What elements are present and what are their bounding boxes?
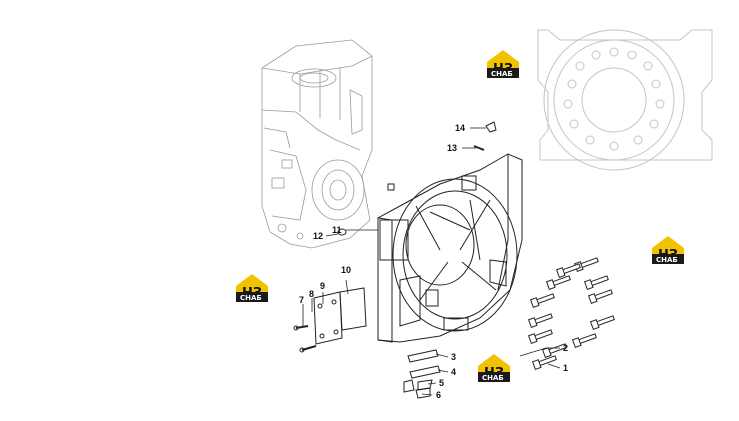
watermark-badge: НЗ СНАБ [478,354,510,382]
flywheel-housing-drawing [377,153,523,343]
callout-14: 14 [455,123,465,133]
callout-3: 3 [451,352,456,362]
watermark-badge: НЗ СНАБ [236,274,268,302]
bolt-set [527,257,615,370]
housing-bolt-holes [563,47,665,151]
small-parts [337,121,497,399]
callout-1: 1 [563,363,568,373]
callout-labels: 1 2 3 4 5 6 7 8 9 10 11 12 13 14 [299,123,568,400]
svg-text:СНАБ: СНАБ [240,294,262,302]
callout-8: 8 [309,289,314,299]
callout-11: 11 [332,225,342,235]
callout-13: 13 [447,143,457,153]
callout-5: 5 [439,378,444,388]
svg-text:СНАБ: СНАБ [482,374,504,382]
callout-9: 9 [320,281,325,291]
svg-text:СНАБ: СНАБ [491,70,513,78]
cover-plate-assembly [293,287,367,353]
callout-6: 6 [436,390,441,400]
callout-12: 12 [313,231,323,241]
callout-2: 2 [563,343,568,353]
callout-10: 10 [341,265,351,275]
engine-block-drawing [261,39,373,249]
callout-7: 7 [299,295,304,305]
watermark-badge: НЗ СНАБ [652,236,684,264]
callout-4: 4 [451,367,456,377]
watermark-badge: НЗ СНАБ [487,50,519,78]
svg-text:СНАБ: СНАБ [656,256,678,264]
leader-lines [302,127,561,396]
housing-outline-drawing [537,29,713,171]
